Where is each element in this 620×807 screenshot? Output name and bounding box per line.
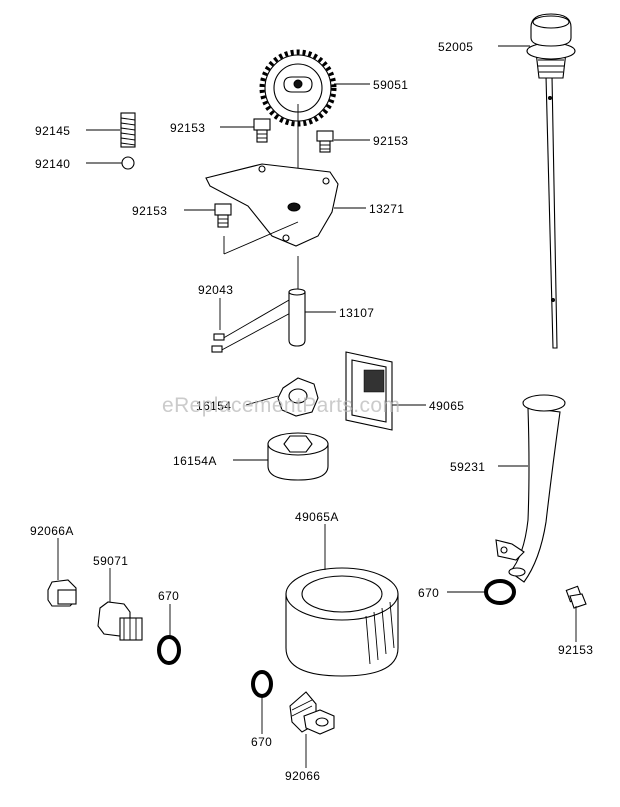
label-13271: 13271: [369, 202, 404, 216]
label-92066: 92066: [285, 769, 320, 783]
label-52005: 52005: [438, 40, 473, 54]
label-92153-upper-right: 92153: [373, 134, 408, 148]
rotor-16154: [277, 377, 319, 417]
o-ring-670-left: [157, 635, 181, 665]
label-92043: 92043: [198, 283, 233, 297]
oil-filter-49065A: [285, 567, 399, 677]
label-49065: 49065: [429, 399, 464, 413]
pins-92043: [211, 295, 297, 353]
label-92140: 92140: [35, 157, 70, 171]
plug-92066A: [47, 579, 77, 607]
fitting-59071: [97, 601, 143, 641]
label-13107: 13107: [339, 306, 374, 320]
label-16154A: 16154A: [173, 454, 217, 468]
bolt-92153-left: [214, 203, 232, 228]
label-92153-upper-left: 92153: [170, 121, 205, 135]
label-670-left: 670: [158, 589, 179, 603]
o-ring-670-bottom: [251, 670, 273, 698]
screen-49065: [345, 351, 393, 431]
shaft-13107: [288, 256, 306, 347]
o-ring-670-right: [484, 579, 516, 605]
label-670-bottom: 670: [251, 735, 272, 749]
label-59071: 59071: [93, 554, 128, 568]
label-49065A: 49065A: [295, 510, 339, 524]
dipstick-52005: [526, 13, 576, 349]
watermark: eReplacementParts.com: [162, 394, 400, 417]
label-92153-left: 92153: [132, 204, 167, 218]
bolt-92153-upper-left: [253, 118, 271, 143]
outer-rotor-16154A: [267, 432, 329, 481]
label-92066A: 92066A: [30, 524, 74, 538]
pipe-59231: [495, 394, 566, 583]
ball-92140: [121, 156, 135, 170]
label-92153-lower-right: 92153: [558, 643, 593, 657]
drain-plug-92066: [289, 691, 335, 735]
label-670-right: 670: [418, 586, 439, 600]
label-59051: 59051: [373, 78, 408, 92]
plate-13271: [205, 163, 339, 255]
label-92145: 92145: [35, 124, 70, 138]
label-16154: 16154: [196, 399, 231, 413]
label-59231: 59231: [450, 460, 485, 474]
spring-92145: [120, 112, 136, 148]
leader-lines: [57, 45, 577, 768]
gear-59051: [259, 49, 337, 200]
part-labels: 52005 59051 92145 92153 92153 92140 9215…: [30, 40, 593, 783]
bolt-92153-upper-right: [316, 130, 334, 153]
bolt-92153-lower-right: [565, 585, 587, 609]
